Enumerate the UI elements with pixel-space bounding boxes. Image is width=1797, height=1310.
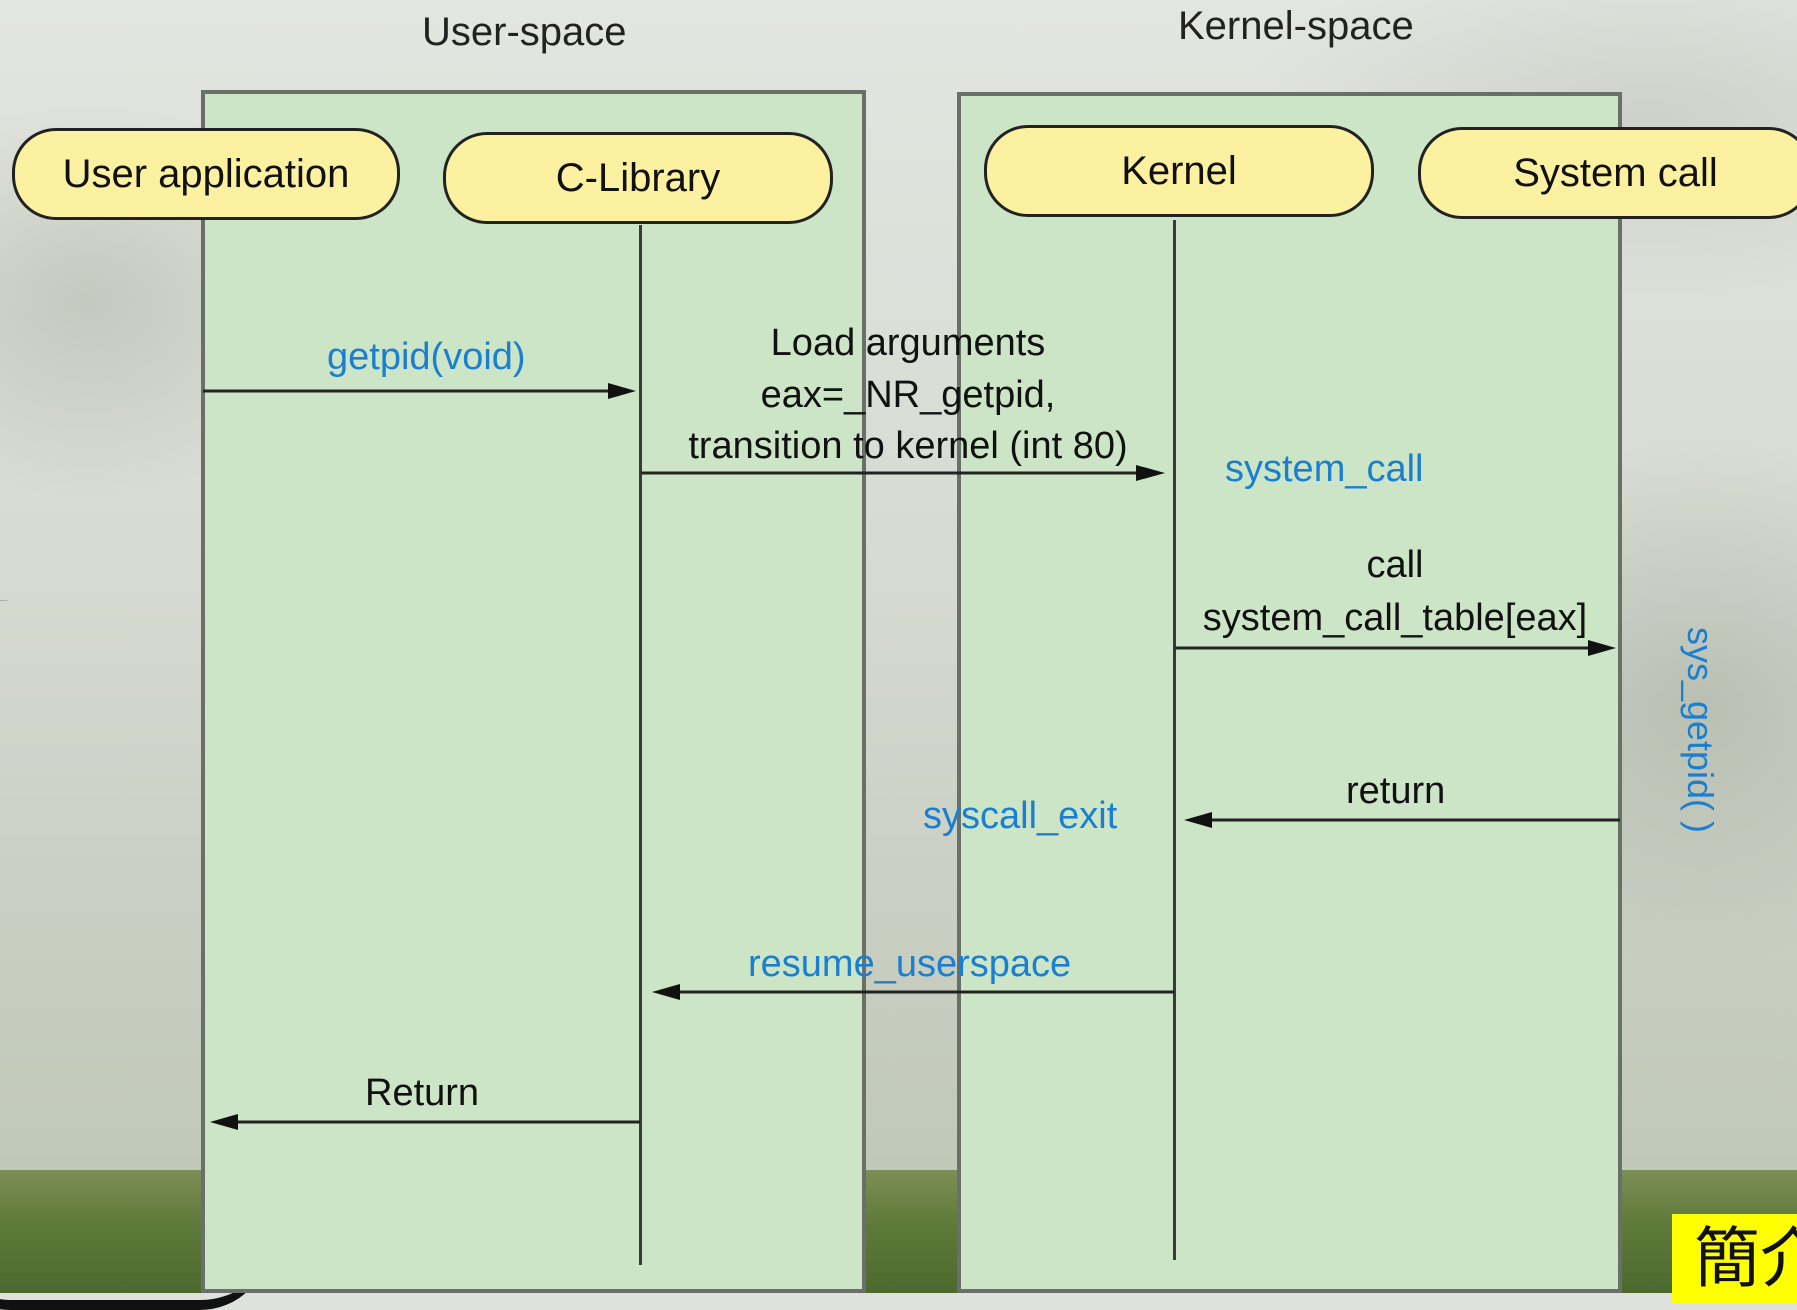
label-resume-userspace: resume_userspace xyxy=(748,943,1072,985)
label-load-arguments-2: eax=_NR_getpid, xyxy=(760,374,1056,416)
label-call-1: call xyxy=(1366,544,1424,586)
label-sys-getpid: sys_getpid( ) xyxy=(1680,626,1721,834)
arrow-getpid xyxy=(203,383,636,399)
label-system-call: system_call xyxy=(1225,448,1424,490)
label-return-upper: Return xyxy=(365,1072,480,1114)
kernel-space-panel xyxy=(957,92,1622,1293)
c-library-lifeline xyxy=(639,225,642,1265)
actor-user-application: User application xyxy=(12,128,400,220)
label-call-2: system_call_table[eax] xyxy=(1202,597,1588,639)
arrow-return-lower xyxy=(1184,812,1620,828)
label-return-lower: return xyxy=(1346,770,1446,812)
user-space-panel xyxy=(201,90,866,1293)
arrow-transition-to-kernel xyxy=(641,465,1165,481)
kernel-space-title: Kernel-space xyxy=(1178,4,1414,48)
arrow-call-system-call-table xyxy=(1175,640,1616,656)
arrow-return-upper xyxy=(210,1114,640,1130)
label-load-arguments-1: Load arguments xyxy=(770,322,1046,364)
corner-badge: 簡介 xyxy=(1672,1214,1797,1304)
label-syscall-exit: syscall_exit xyxy=(923,795,1118,837)
actor-system-call: System call xyxy=(1418,127,1797,219)
arrow-resume-userspace xyxy=(652,984,1174,1000)
label-getpid: getpid(void) xyxy=(327,336,526,378)
label-load-arguments-3: transition to kernel (int 80) xyxy=(688,425,1128,467)
actor-kernel: Kernel xyxy=(984,125,1374,217)
kernel-lifeline xyxy=(1173,220,1176,1260)
actor-c-library: C-Library xyxy=(443,132,833,224)
user-space-title: User-space xyxy=(422,10,627,54)
